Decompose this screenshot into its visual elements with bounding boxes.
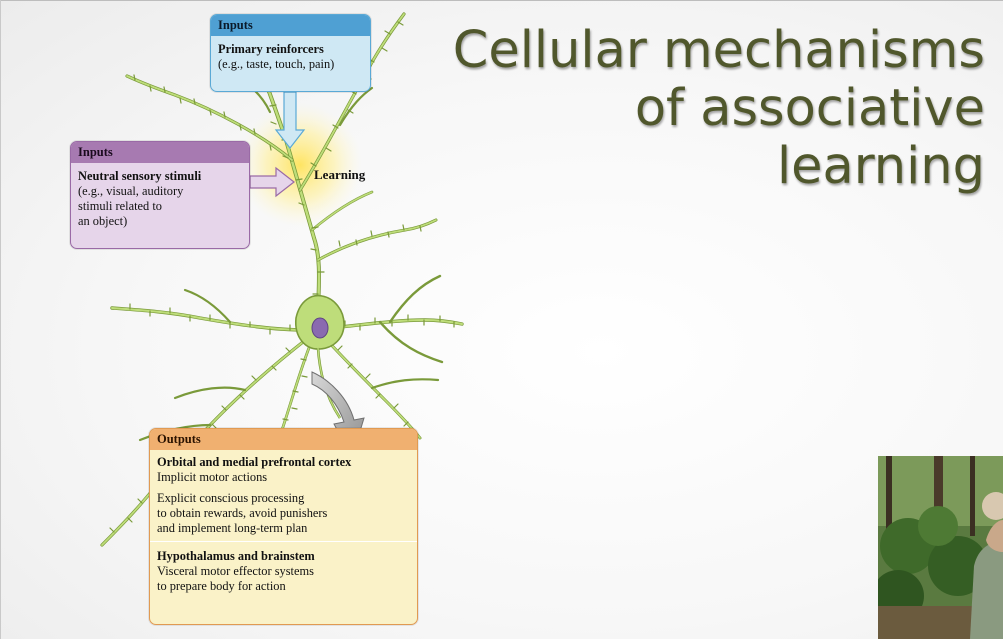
nucleus bbox=[311, 317, 329, 339]
inputs-primary-header: Inputs bbox=[211, 15, 370, 36]
inputs-primary-reinforcers-box: Inputs Primary reinforcers (e.g., taste,… bbox=[210, 14, 371, 92]
primary-reinforcers-heading: Primary reinforcers bbox=[218, 42, 324, 56]
primary-reinforcers-detail: (e.g., taste, touch, pain) bbox=[218, 57, 335, 71]
outputs-box: Outputs Orbital and medial prefrontal co… bbox=[149, 428, 418, 625]
hypothalamus-line-2: to prepare body for action bbox=[157, 579, 286, 593]
left-border bbox=[0, 0, 1, 639]
neutral-stimuli-heading: Neutral sensory stimuli bbox=[78, 169, 202, 183]
outputs-prefrontal-section: Orbital and medial prefrontal cortex Imp… bbox=[150, 450, 417, 539]
prefrontal-line-4: and implement long-term plan bbox=[157, 521, 308, 535]
inputs-neutral-stimuli-box: Inputs Neutral sensory stimuli (e.g., vi… bbox=[70, 141, 250, 249]
prefrontal-line-2: Explicit conscious processing bbox=[157, 491, 305, 505]
outputs-hypothalamus-section: Hypothalamus and brainstem Visceral moto… bbox=[150, 544, 417, 597]
hypothalamus-line-1: Visceral motor effector systems bbox=[157, 564, 314, 578]
title-line-1: Cellular mechanisms bbox=[452, 21, 985, 80]
neutral-stimuli-detail-2: stimuli related to bbox=[78, 199, 162, 213]
title-line-2: of associative bbox=[634, 79, 985, 138]
neutral-stimuli-detail-1: (e.g., visual, auditory bbox=[78, 184, 184, 198]
arrow-neutral-input bbox=[249, 166, 295, 198]
outputs-header: Outputs bbox=[150, 429, 417, 450]
neutral-stimuli-detail-3: an object) bbox=[78, 214, 128, 228]
prefrontal-line-1: Implicit motor actions bbox=[157, 470, 268, 484]
dendrite-mid-right-1 bbox=[316, 218, 438, 262]
top-border bbox=[0, 0, 1003, 1]
title-line-3: learning bbox=[776, 137, 985, 196]
inputs-neutral-header: Inputs bbox=[71, 142, 249, 163]
arrow-primary-input bbox=[274, 91, 306, 149]
hypothalamus-heading: Hypothalamus and brainstem bbox=[157, 549, 315, 563]
prefrontal-heading: Orbital and medial prefrontal cortex bbox=[157, 455, 352, 469]
learning-label: Learning bbox=[314, 167, 366, 182]
outputs-divider bbox=[150, 541, 417, 542]
prefrontal-line-3: to obtain rewards, avoid punishers bbox=[157, 506, 328, 520]
slide-title: Cellular mechanisms of associative learn… bbox=[453, 22, 985, 196]
presenter-video bbox=[878, 456, 1003, 639]
presenter-video-frame bbox=[878, 456, 1003, 639]
